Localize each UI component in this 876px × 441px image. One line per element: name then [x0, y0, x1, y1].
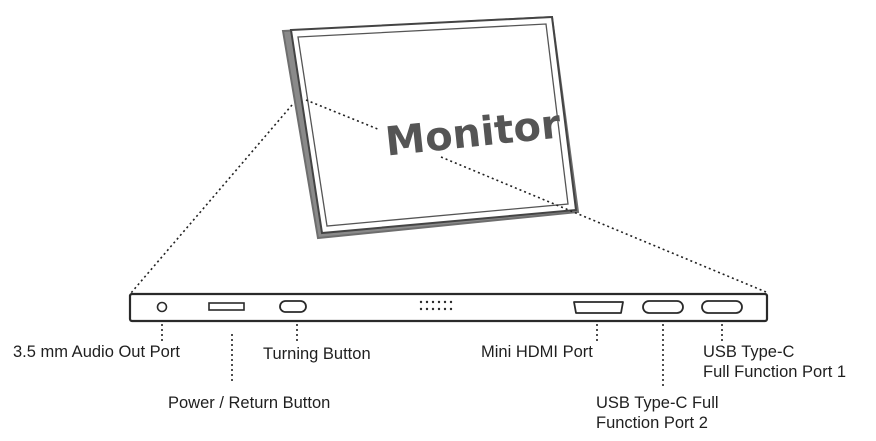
monitor-screen-inner [297, 23, 569, 227]
power-button-label: Power / Return Button [168, 394, 331, 412]
projection-line-top [305, 99, 381, 131]
projection-lines [130, 99, 767, 294]
audio-port-icon [156, 301, 168, 313]
audio-port-label: 3.5 mm Audio Out Port [13, 343, 180, 361]
leader-lines [161, 324, 723, 388]
monitor-screen-outer [289, 15, 578, 235]
usb-c-port-1-label-line1: USB Type-C [703, 343, 795, 361]
usb-c-port-2-label-line1: USB Type-C Full [596, 394, 719, 412]
projection-line-left [130, 104, 293, 294]
usb-c-port-2-icon [642, 300, 684, 314]
turning-button-icon [279, 300, 307, 313]
turning-button-label: Turning Button [263, 345, 371, 363]
vent-dots-icon [419, 300, 453, 311]
mini-hdmi-label: Mini HDMI Port [481, 343, 593, 361]
usb-c-port-1-label-line2: Full Function Port 1 [703, 363, 847, 381]
mini-hdmi-port-icon [573, 301, 624, 314]
usb-c-port-1-icon [701, 300, 743, 314]
power-button-icon [208, 302, 245, 311]
projection-line-right [440, 156, 767, 293]
side-panel [128, 292, 769, 323]
monitor-illustration: Monitor [281, 15, 580, 240]
usb-c-port-2-label-line2: Function Port 2 [596, 414, 708, 432]
monitor-side-view [128, 292, 769, 323]
